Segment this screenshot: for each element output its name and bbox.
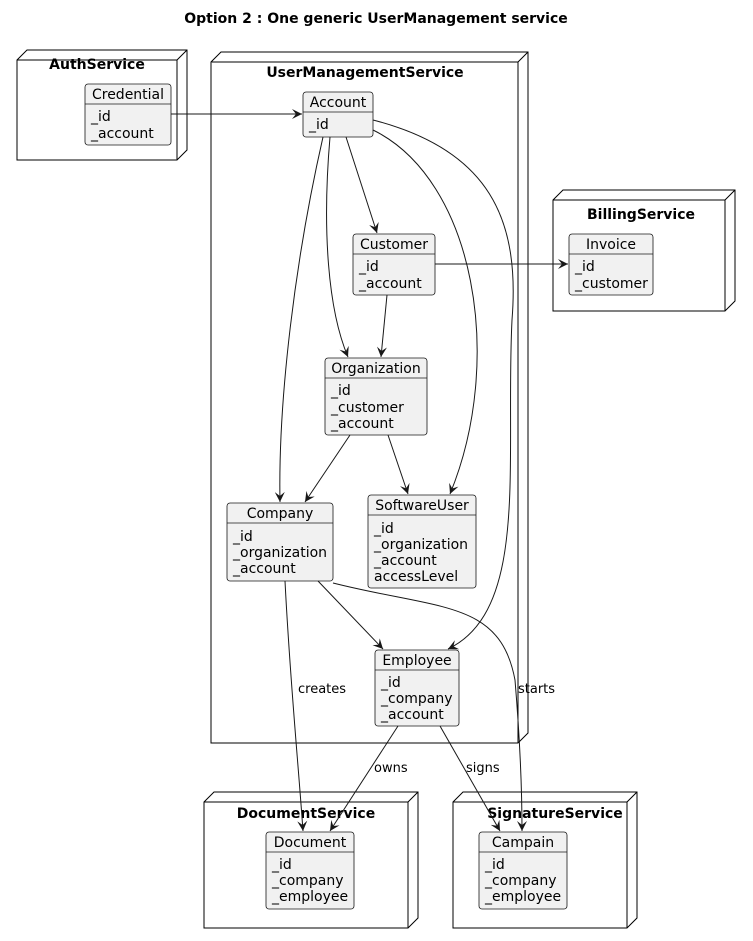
- edge-customer-organization: [376, 294, 388, 358]
- node-title-document: DocumentService: [237, 806, 375, 822]
- object-organization: Organization _id _customer _account: [324, 357, 428, 436]
- edge-account-customer: [345, 136, 379, 234]
- object-account: Account _id: [302, 91, 374, 138]
- object-attr: _id: [271, 857, 292, 873]
- object-attr: _company: [271, 873, 344, 889]
- object-attr: _account: [358, 276, 422, 292]
- object-name: Campain: [492, 835, 554, 851]
- edge-account-employee: [372, 119, 514, 650]
- object-attr: _employee: [271, 889, 348, 905]
- object-campaign: Campain _id _company _employee: [478, 831, 568, 910]
- object-attr: _id: [90, 109, 111, 125]
- edge-label-creates: creates: [298, 682, 346, 697]
- edge-organization-company: [304, 434, 351, 503]
- edge-label-signs: signs: [466, 761, 500, 776]
- node-title-auth: AuthService: [49, 57, 145, 73]
- object-attr: _customer: [330, 400, 404, 416]
- edge-employee-document: [329, 725, 399, 832]
- object-document: Document _id _company _employee: [265, 831, 355, 910]
- object-name: Account: [310, 95, 367, 111]
- edge-label-owns: owns: [374, 761, 408, 776]
- object-attr: _account: [380, 707, 444, 723]
- object-attr: _employee: [484, 889, 561, 905]
- object-attr: _id: [484, 857, 505, 873]
- edge-account-organization: [326, 136, 349, 358]
- object-attr: _company: [380, 691, 453, 707]
- edge-company-document: [284, 580, 308, 832]
- object-attr: _id: [308, 117, 329, 133]
- object-name: SoftwareUser: [375, 498, 469, 514]
- object-attr: _id: [232, 529, 253, 545]
- object-attr: _account: [90, 126, 154, 142]
- node-title-signature: SignatureService: [487, 806, 623, 822]
- object-name: Customer: [360, 237, 428, 253]
- object-attr: _id: [380, 675, 401, 691]
- object-attr: accessLevel: [374, 569, 458, 585]
- object-name: Document: [274, 835, 347, 851]
- object-invoice: Invoice _id _customer: [568, 233, 654, 296]
- object-name: Invoice: [586, 237, 636, 253]
- object-credential: Credential _id _account: [84, 83, 172, 146]
- object-attr: _id: [330, 383, 351, 399]
- edge-company-employee: [317, 580, 384, 650]
- object-attr: _id: [373, 521, 394, 537]
- object-attr: _company: [484, 873, 557, 889]
- edge-account-company: [274, 136, 324, 503]
- object-name: Employee: [382, 653, 451, 669]
- object-employee: Employee _id _company _account: [374, 649, 460, 727]
- object-attr: _customer: [574, 276, 648, 292]
- object-attr: _id: [574, 259, 595, 275]
- object-name: Company: [247, 506, 314, 522]
- edge-company-campaign: [332, 582, 527, 832]
- edge-organization-softwareuser: [387, 434, 410, 495]
- object-company: Company _id _organization _account: [226, 502, 334, 582]
- object-attr: _organization: [232, 545, 327, 561]
- object-attr: _organization: [373, 537, 468, 553]
- edge-account-softwareuser: [372, 129, 478, 495]
- object-name: Organization: [331, 361, 421, 377]
- object-name: Credential: [92, 87, 164, 103]
- object-attr: _id: [358, 259, 379, 275]
- node-title-user-mgmt: UserManagementService: [266, 65, 463, 81]
- object-customer: Customer _id _account: [352, 233, 436, 296]
- object-attr: _account: [373, 553, 437, 569]
- diagram-title: Option 2 : One generic UserManagement se…: [184, 11, 568, 27]
- node-title-billing: BillingService: [587, 207, 695, 223]
- object-attr: _account: [232, 561, 296, 577]
- object-software-user: SoftwareUser _id _organization _account …: [367, 494, 477, 589]
- object-attr: _account: [330, 416, 394, 432]
- edge-label-starts: starts: [518, 682, 555, 697]
- edge-employee-campaign: [439, 725, 501, 832]
